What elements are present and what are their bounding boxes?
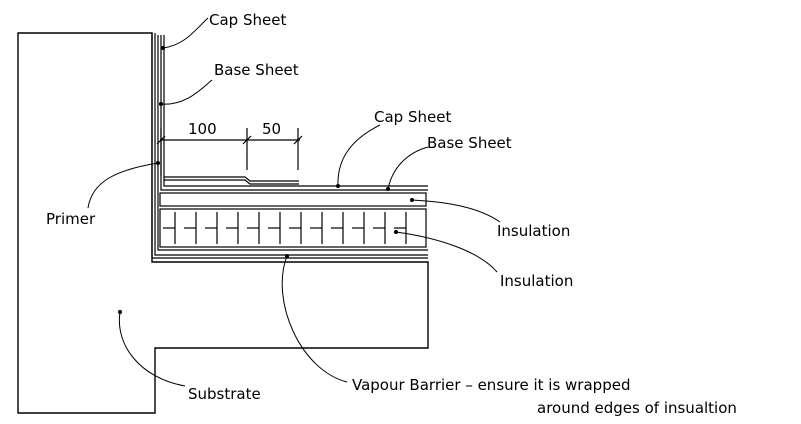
primer-layer [157,35,428,251]
insulation-board-top [159,192,427,207]
leader-insulation-top [411,199,501,223]
leader-substrate [118,311,186,387]
label-dim-100: 100 [188,120,217,138]
insulation-board [159,208,427,248]
membrane-lap-step-lower [164,176,299,182]
base-sheet-upstand-layer [160,35,428,191]
label-insulation-bottom: Insulation [500,272,573,290]
insulation-hatch [163,212,407,244]
leader-cap-sheet-roof [337,124,381,187]
label-base-sheet-upstand: Base Sheet [214,61,299,79]
vapour-barrier-layer [151,33,428,259]
leader-lines [87,17,501,387]
label-substrate: Substrate [188,385,261,403]
label-primer: Primer [46,210,96,228]
label-insulation-top: Insulation [497,222,570,240]
vapour-barrier-layer-inner [154,33,428,256]
leader-primer [87,162,159,209]
leader-dots [118,46,414,314]
label-base-sheet-roof: Base Sheet [427,134,512,152]
dimension-lines [156,128,303,176]
label-cap-sheet-upstand: Cap Sheet [209,11,286,29]
leader-base-sheet-upstand [160,79,213,105]
label-vapour-barrier-line1: Vapour Barrier – ensure it is wrapped [352,376,630,394]
leader-cap-sheet-upstand [162,17,209,49]
label-dim-50: 50 [262,120,281,138]
membrane-lap-step [164,179,299,185]
leader-base-sheet-roof [387,146,429,190]
label-cap-sheet-roof: Cap Sheet [374,108,451,126]
leader-vapour-barrier [281,255,348,383]
leader-insulation-bottom [395,231,498,273]
label-vapour-barrier-line2: around edges of insualtion [537,399,737,417]
